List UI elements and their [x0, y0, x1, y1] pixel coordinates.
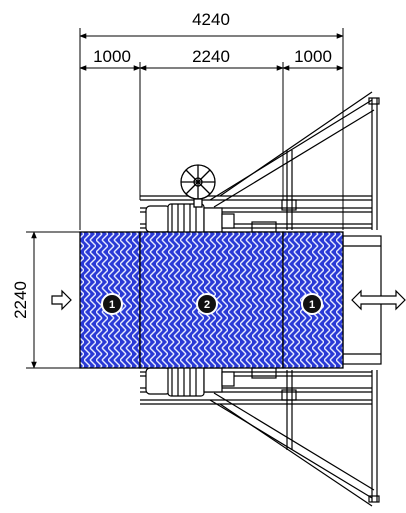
dim-width-text: 2240	[11, 281, 30, 319]
position-badge-middle: 2	[196, 293, 218, 315]
dimension-sections	[79, 62, 344, 200]
badge-middle-text: 2	[204, 299, 210, 311]
upper-drive-motor	[145, 203, 235, 235]
lower-drive-motor	[145, 365, 235, 397]
badge-right-text: 1	[309, 299, 315, 311]
dimension-width	[26, 231, 80, 369]
infeed-arrow-icon	[51, 289, 72, 311]
position-badge-left: 1	[101, 293, 123, 315]
dim-overall-length-text: 4240	[192, 10, 230, 29]
bidirectional-arrow-icon	[351, 289, 406, 311]
lower-support-frame	[140, 367, 380, 507]
handwheel	[180, 164, 216, 208]
dim-middle-section-text: 2240	[192, 47, 230, 66]
badge-left-text: 1	[109, 299, 115, 311]
dim-left-section-text: 1000	[93, 47, 131, 66]
position-badge-right: 1	[301, 293, 323, 315]
dim-right-section-text: 1000	[294, 47, 332, 66]
